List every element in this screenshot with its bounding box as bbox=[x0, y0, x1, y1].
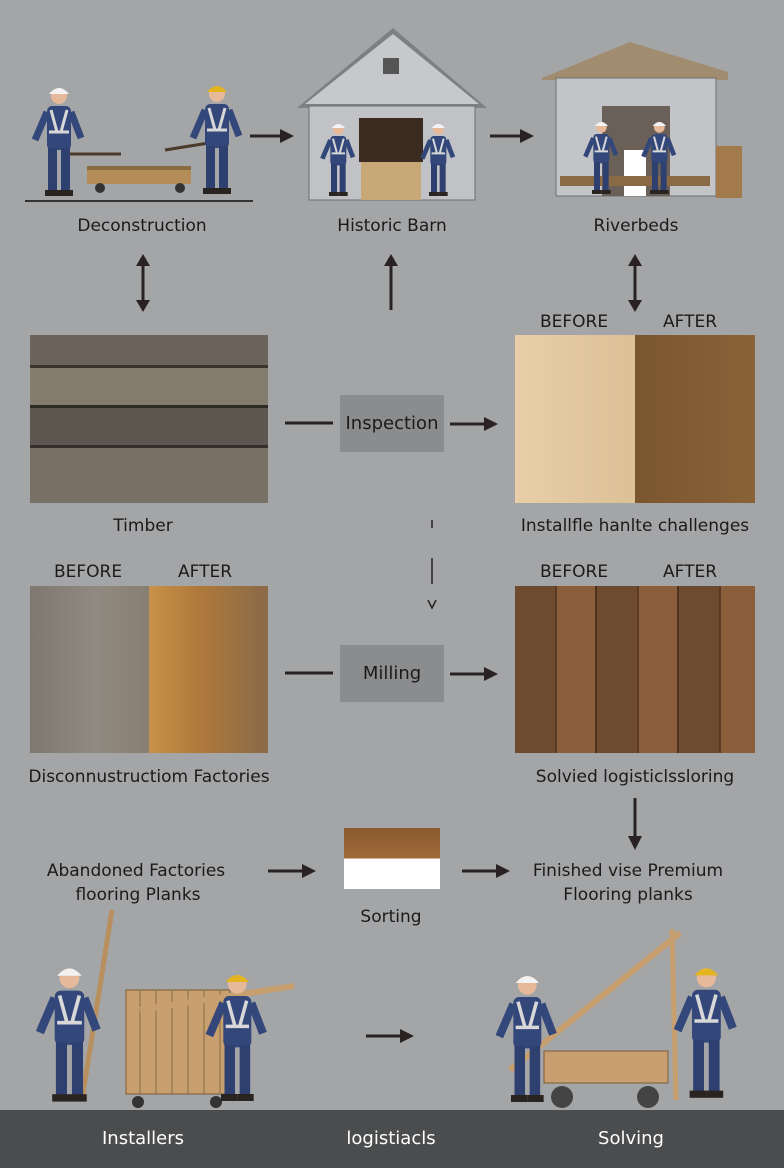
milling-step: Milling bbox=[340, 645, 444, 702]
before-after-image bbox=[515, 335, 755, 503]
arrow-right-icon bbox=[462, 864, 510, 878]
before-after-image bbox=[30, 586, 268, 753]
label-installfle: Installfle hanlte challenges bbox=[520, 516, 750, 536]
small-arrow-down-icon bbox=[427, 520, 437, 610]
arrow-right-icon bbox=[250, 129, 294, 143]
double-arrow-icon bbox=[628, 254, 642, 312]
label-historic-barn: Historic Barn bbox=[337, 216, 447, 236]
arrow-right-icon bbox=[268, 864, 316, 878]
arrow-right-icon bbox=[450, 667, 498, 681]
before-after-image bbox=[515, 586, 755, 753]
label-disconnustruction: Disconnustructiom Factories bbox=[28, 767, 270, 787]
sorting-image bbox=[344, 828, 440, 889]
after-label: AFTER bbox=[177, 562, 233, 582]
label-riverbeds: Riverbeds bbox=[593, 216, 679, 236]
arrow-down-icon bbox=[628, 798, 642, 850]
connector-line bbox=[285, 421, 333, 425]
label-abandoned-1: Abandoned Factories bbox=[46, 861, 226, 881]
footer-installers: Installers bbox=[101, 1128, 185, 1149]
solving-illustration bbox=[490, 928, 740, 1108]
timber-image bbox=[30, 335, 268, 503]
inspection-step: Inspection bbox=[340, 395, 444, 452]
label-deconstruction: Deconstruction bbox=[77, 216, 207, 236]
arrow-up-icon bbox=[384, 254, 398, 310]
footer-bar bbox=[0, 1110, 784, 1168]
label-abandoned-2: flooring Planks bbox=[75, 885, 201, 905]
footer-logistics: logistiacls bbox=[346, 1128, 436, 1149]
label-finished-1: Finished vise Premium bbox=[532, 861, 724, 881]
arrow-right-icon bbox=[490, 129, 534, 143]
after-label: AFTER bbox=[662, 562, 718, 582]
before-label: BEFORE bbox=[539, 312, 609, 332]
label-finished-2: Flooring planks bbox=[563, 885, 693, 905]
footer-solving: Solving bbox=[598, 1128, 664, 1149]
arrow-right-icon bbox=[366, 1029, 414, 1043]
riverbeds-illustration bbox=[542, 42, 742, 198]
historic-barn-illustration bbox=[297, 28, 487, 201]
installers-illustration bbox=[30, 909, 295, 1108]
before-label: BEFORE bbox=[539, 562, 609, 582]
before-label: BEFORE bbox=[53, 562, 123, 582]
label-solvied: Solvied logisticlssloring bbox=[535, 767, 735, 787]
label-sorting: Sorting bbox=[360, 907, 422, 927]
deconstruction-illustration bbox=[25, 80, 253, 202]
after-label: AFTER bbox=[662, 312, 718, 332]
double-arrow-icon bbox=[136, 254, 150, 312]
connector-line bbox=[285, 671, 333, 675]
label-timber: Timber bbox=[113, 516, 173, 536]
arrow-right-icon bbox=[450, 417, 498, 431]
